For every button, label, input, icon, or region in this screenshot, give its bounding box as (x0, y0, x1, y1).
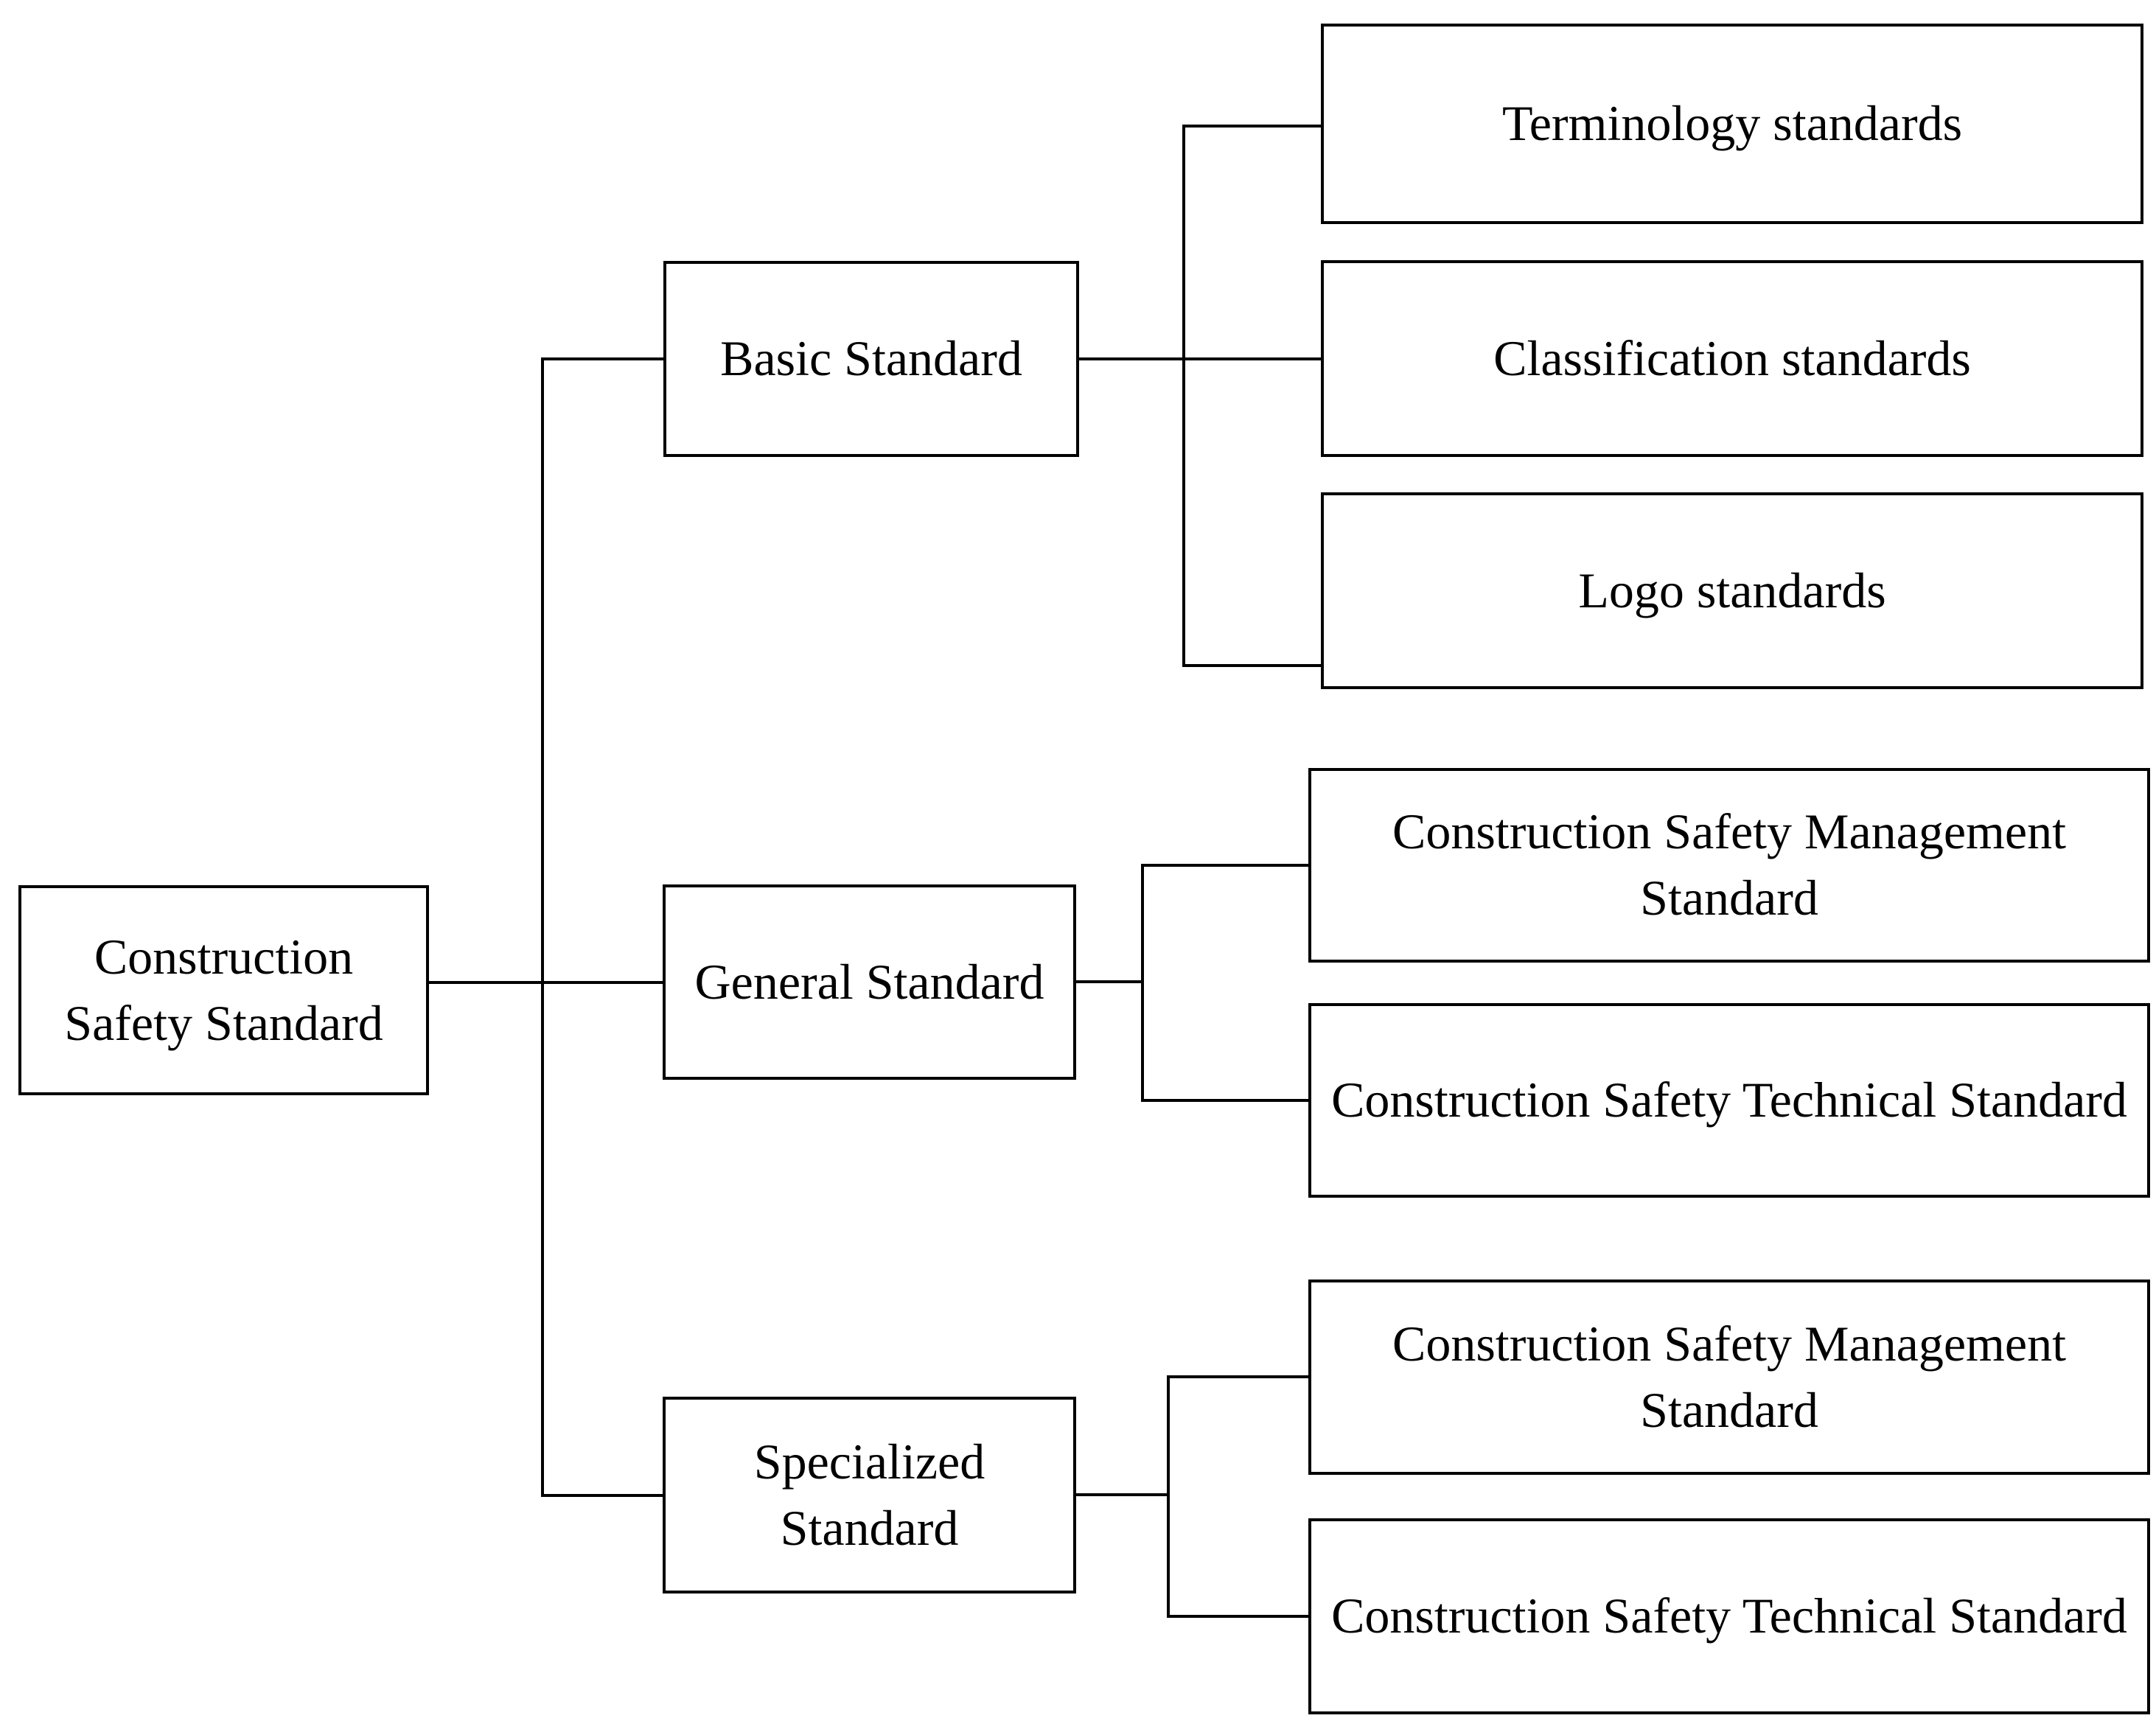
node-specialized-technical-standard: Construction Safety Technical Standard (1308, 1518, 2150, 1714)
connector-basic-trunk-v (1182, 125, 1185, 667)
node-label: Basic Standard (720, 330, 1022, 387)
node-general-management-standard: Construction Safety Management Standard (1308, 768, 2150, 963)
connector-logo-h (1185, 664, 1321, 667)
node-basic-standard: Basic Standard (663, 261, 1079, 457)
node-classification-standards: Classification standards (1321, 260, 2143, 457)
node-logo-standards: Logo standards (1321, 492, 2143, 689)
node-label: Construction Safety Technical Standard (1331, 1588, 2127, 1644)
connector-terminology-h (1185, 125, 1321, 128)
node-label: Terminology standards (1501, 95, 1963, 152)
node-label: Construction Safety Standard (64, 928, 383, 1051)
connector-specialized-to-trunk-h (1076, 1493, 1167, 1496)
connector-specialized-technical-h (1170, 1615, 1308, 1618)
node-label: Specialized Standard (753, 1433, 985, 1556)
connector-general-management-h (1144, 864, 1308, 867)
node-label: Construction Safety Management Standard (1392, 803, 2066, 926)
node-label: Construction Safety Management Standard (1392, 1315, 2066, 1438)
connector-general-trunk-v (1141, 864, 1144, 1102)
node-label: Construction Safety Technical Standard (1331, 1072, 2127, 1128)
node-construction-safety-standard: Construction Safety Standard (18, 885, 429, 1095)
node-label: Classification standards (1493, 329, 1971, 386)
connector-main-trunk-v (541, 357, 544, 1497)
node-label: General Standard (694, 953, 1044, 1010)
connector-basic-branch-h (543, 357, 663, 360)
connector-basic-to-classification-h (1079, 357, 1321, 360)
node-label: Logo standards (1578, 562, 1886, 618)
node-terminology-standards: Terminology standards (1321, 24, 2143, 224)
connector-specialized-management-h (1170, 1375, 1308, 1378)
connector-general-technical-h (1144, 1099, 1308, 1102)
connector-specialized-trunk-v (1167, 1375, 1170, 1618)
connector-specialized-branch-h (543, 1494, 663, 1497)
connector-root-to-general-h (429, 981, 663, 984)
node-general-standard: General Standard (663, 884, 1076, 1080)
node-specialized-management-standard: Construction Safety Management Standard (1308, 1280, 2150, 1475)
node-specialized-standard: Specialized Standard (663, 1397, 1076, 1593)
connector-general-to-trunk-h (1076, 980, 1141, 983)
node-general-technical-standard: Construction Safety Technical Standard (1308, 1003, 2150, 1198)
